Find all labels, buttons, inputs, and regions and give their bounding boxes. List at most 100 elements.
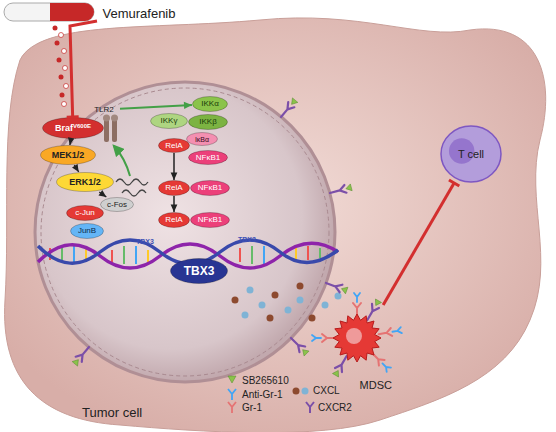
nucleus [35, 82, 335, 382]
mdsc-cell: MDSC [322, 305, 392, 395]
oval-outline [43, 118, 104, 139]
legend-text: Anti-Gr-1 [242, 390, 283, 400]
connector [67, 21, 97, 117]
node-text: RelA [165, 216, 182, 224]
oval-outline [189, 115, 228, 130]
protein-oval: IκBα [186, 132, 218, 146]
oval-outline [191, 213, 230, 228]
arrow-head [72, 164, 79, 172]
node-text: TLR2 [94, 106, 114, 114]
spiky-cell-outline [333, 314, 381, 362]
connector [171, 196, 178, 212]
legend-text: CXCL [313, 386, 340, 396]
protein-oval: JunB [70, 223, 104, 239]
node-text: RelA [165, 142, 182, 150]
cell-outline [441, 126, 501, 182]
oval-outline [71, 224, 104, 239]
receptor-label: TLR2 [88, 103, 120, 116]
inhibition-bar [67, 115, 79, 118]
oval-outline [57, 173, 114, 192]
drug-label: Vemurafenib [97, 3, 181, 23]
oval-outline [171, 259, 228, 284]
protein-oval: NFκB1 [190, 180, 230, 196]
oval-outline [159, 139, 190, 153]
node-text: MEK1/2 [52, 151, 85, 160]
arrow-head [171, 205, 178, 213]
protein-oval: IKKγ [150, 113, 188, 129]
connector [72, 164, 79, 172]
arrow-head [98, 190, 106, 197]
node-text: IKKγ [161, 117, 178, 125]
connector [68, 137, 74, 145]
tumor-cell-body [5, 18, 546, 432]
oval-outline [41, 146, 96, 165]
oval-outline [101, 198, 134, 212]
oval-outline [193, 97, 228, 112]
oval-outline [159, 213, 190, 228]
legend-text: SB265610 [242, 376, 289, 386]
node-text: Vemurafenib [103, 7, 176, 20]
protein-oval: c-Jun [66, 205, 104, 221]
oval-outline [159, 181, 190, 196]
oval-outline [151, 114, 188, 129]
protein-oval: IKKα [192, 96, 228, 112]
mrna [116, 179, 148, 196]
protein-oval: NFκB1 [188, 150, 228, 165]
node-text: Tumor cell [82, 406, 142, 419]
node-text: MDSC [360, 380, 392, 391]
oval-outline [191, 181, 230, 196]
connector [98, 190, 106, 197]
protein-oval: c-Fos [100, 197, 134, 212]
protein-oval: NFκB1 [190, 212, 230, 228]
oval-outline [67, 206, 104, 221]
arrow-head [68, 137, 74, 145]
kinase-oval: MEK1/2 [40, 145, 96, 165]
legend-symbols [228, 376, 314, 413]
cell-region: Tumor cellTLR2IKKαIKKγIKKβRelAIκBαNFκB1R… [10, 60, 345, 425]
connector-line [70, 21, 97, 117]
cell-nucleus [346, 328, 362, 344]
oval-outline [187, 133, 218, 146]
protein-oval: RelA [158, 212, 190, 228]
node-text: Braf [55, 124, 73, 133]
kinase-oval: BrafV600E [42, 117, 104, 139]
dna-label: TBX3 [136, 238, 154, 245]
cxcr2-receptors [72, 98, 382, 378]
node-text: NFκB1 [198, 216, 222, 224]
t-cell: T cell [440, 125, 502, 183]
arrow-head [184, 102, 192, 109]
oval-outline [189, 151, 228, 165]
connector-line [383, 183, 454, 305]
dna-label: TBX3 [238, 236, 256, 243]
node-text: JunB [78, 227, 96, 235]
connector-line [120, 105, 192, 109]
node-text: c-Fos [107, 201, 127, 209]
arrow-head [171, 173, 178, 181]
drug-capsule [4, 3, 94, 107]
inhibition-bar [449, 180, 459, 186]
expression-arrow [114, 146, 130, 176]
tlr2-receptor [103, 115, 118, 143]
kinase-oval: ERK1/2 [56, 172, 114, 192]
node-text: ERK1/2 [69, 178, 101, 187]
node-text: NFκB1 [196, 154, 220, 162]
connector [383, 180, 459, 305]
protein-oval: RelA [158, 180, 190, 196]
connector [171, 153, 178, 180]
transcription-factor: TBX3 [170, 258, 228, 284]
node-text: T cell [458, 149, 484, 160]
connector [120, 102, 192, 109]
superscript-text: V600E [73, 123, 91, 129]
gr1-antibody [312, 293, 402, 373]
legend-text: CXCR2 [318, 403, 352, 413]
protein-oval: IKKβ [188, 114, 228, 130]
node-text: IKKα [201, 100, 219, 108]
node-text: c-Jun [75, 209, 95, 217]
node-text: RelA [165, 184, 182, 192]
legend-text: Gr-1 [242, 403, 262, 413]
node-text: IKKβ [199, 118, 217, 126]
protein-oval: RelA [158, 138, 190, 153]
cxcl-chemokines [232, 283, 342, 322]
